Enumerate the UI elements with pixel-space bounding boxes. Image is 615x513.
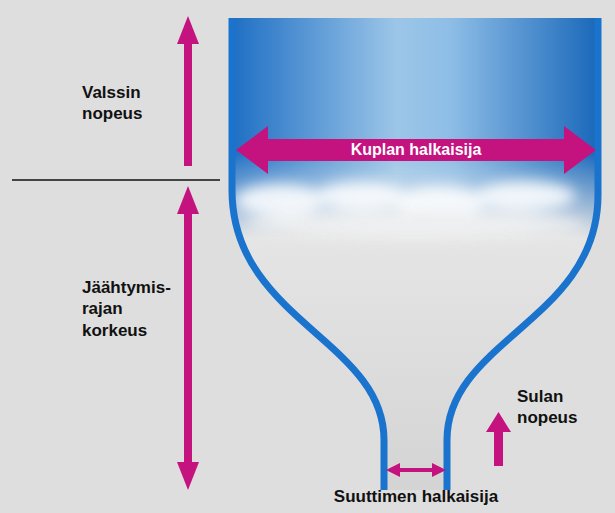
die-diameter-arrow	[386, 463, 446, 477]
bubble-wall	[232, 18, 384, 490]
melt-speed-label: Sulan nopeus	[517, 386, 577, 429]
diameter-label: Kuplan halkaisija	[351, 140, 482, 160]
height-arrow	[177, 186, 199, 490]
bubble-wall	[447, 18, 598, 490]
die-diameter-label: Suuttimen halkaisija	[334, 486, 498, 507]
bubble-interior	[232, 18, 598, 490]
melt-velocity-arrow	[486, 412, 511, 466]
diameter-arrow	[236, 126, 596, 174]
bubble-solid-film	[232, 18, 598, 238]
frost-line-marker	[12, 179, 220, 181]
frost-line-mist	[235, 181, 585, 239]
speed-label: Valssin nopeus	[82, 82, 142, 125]
velocity-arrow	[177, 16, 199, 166]
height-label: Jäähtymis- rajan korkeus	[82, 277, 171, 341]
